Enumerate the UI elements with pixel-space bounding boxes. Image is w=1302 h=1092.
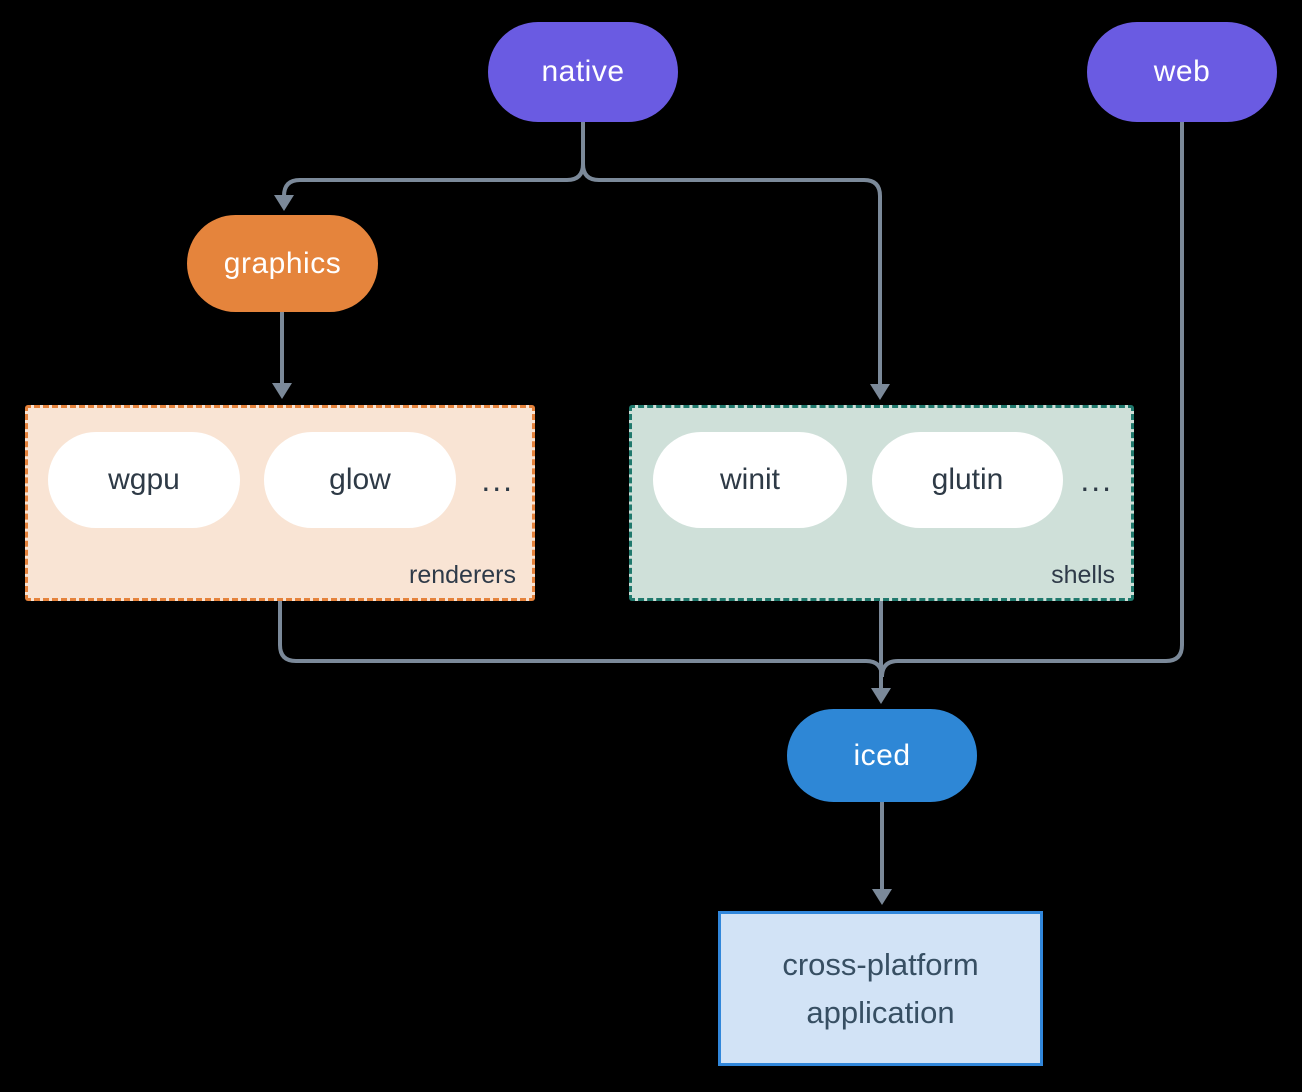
node-graphics: graphics [187,215,378,312]
node-web-label: web [1153,55,1211,88]
arrowhead-graphics [274,195,294,211]
edge-renderers-iced [278,601,884,678]
node-winit: winit [653,432,847,528]
node-web: web [1087,22,1277,122]
node-glow-label: glow [329,463,391,496]
node-native-label: native [541,55,625,88]
node-wgpu-label: wgpu [108,463,180,496]
node-winit-label: winit [719,463,780,496]
edge-native-graphics [282,122,585,198]
shells-ellipsis: ... [1080,461,1113,498]
group-renderers: wgpu glow ... renderers [25,405,535,601]
group-shells: winit glutin ... shells [629,405,1134,601]
node-glutin-label: glutin [931,463,1004,496]
node-iced: iced [787,709,977,802]
shells-group-label: shells [1051,561,1115,589]
application-label-line1: cross-platform [782,946,979,982]
node-graphics-label: graphics [223,246,342,280]
arrowhead-shells [870,384,890,400]
edge-native-shells [581,122,882,384]
node-cross-platform-application: cross-platform application [718,911,1043,1066]
renderers-ellipsis: ... [481,461,514,498]
arrowhead-application [872,889,892,905]
edge-web-iced [880,122,1184,678]
node-wgpu: wgpu [48,432,240,528]
renderers-group-label: renderers [409,561,516,589]
arrowhead-renderers [272,383,292,399]
arrowhead-iced [871,688,891,704]
node-iced-label: iced [853,738,911,772]
node-glutin: glutin [872,432,1063,528]
application-label-line2: application [806,994,955,1030]
node-glow: glow [264,432,456,528]
node-native: native [488,22,678,122]
